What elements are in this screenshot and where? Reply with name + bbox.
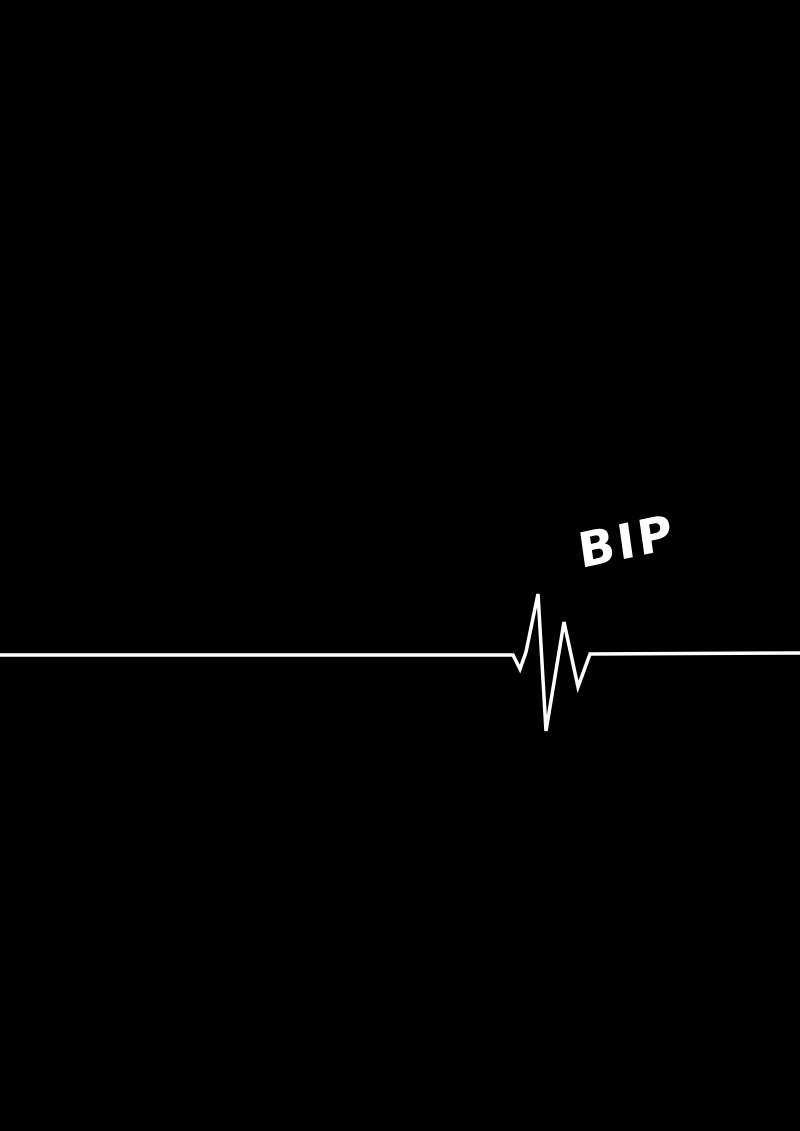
ekg-waveform <box>0 593 800 732</box>
